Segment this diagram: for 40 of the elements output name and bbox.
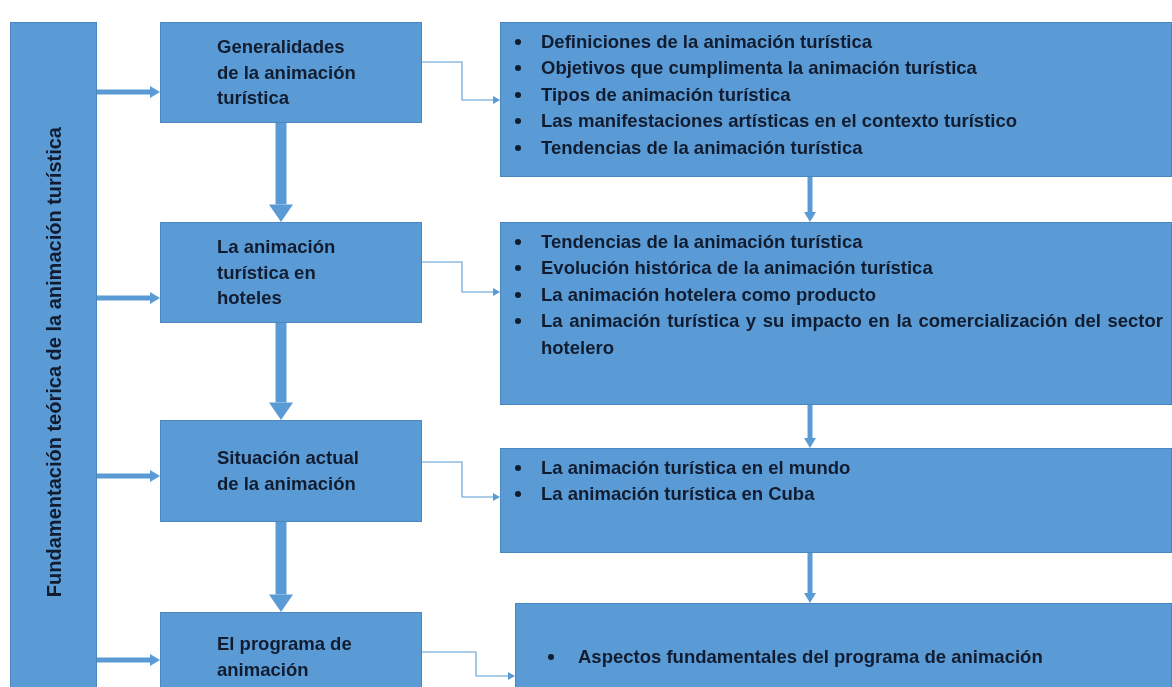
arrow	[268, 522, 294, 612]
bullet-item: Objetivos que cumplimenta la animación turística	[541, 56, 978, 81]
topic-box	[160, 22, 422, 123]
arrow	[421, 651, 515, 680]
arrow	[421, 61, 500, 104]
list-box	[515, 603, 1172, 687]
bullet-item: La animación turística y su impacto en la comercialización del sector hotelero	[541, 309, 1163, 360]
bullet-item: Tendencias de la animación turística	[541, 230, 864, 254]
topic-title: La animación turística en hoteles	[217, 234, 337, 311]
topic-box	[160, 420, 422, 522]
arrow	[421, 461, 500, 501]
arrow	[804, 405, 816, 448]
topic-title: El programa de animación	[217, 632, 353, 682]
list-box	[500, 22, 1172, 177]
topic-title: Situación actual de la animación	[217, 446, 360, 496]
topic-title: Generalidades de la animación turística	[217, 34, 357, 111]
topic-box	[160, 222, 422, 323]
bullet-item: Definiciones de la animación turística	[541, 30, 874, 54]
arrow	[97, 654, 160, 666]
bullet-item: La animación hotelera como producto	[541, 282, 878, 307]
bullet-item: La animación turística en el mundo	[541, 456, 852, 480]
arrow	[804, 177, 816, 222]
bullet-item: Tipos de animación turística	[541, 82, 792, 107]
vertical-title: Fundamentación teórica de la animación turística	[42, 126, 65, 598]
bullet-item: Tendencias de la animación turística	[541, 135, 864, 160]
bullet-item: Las manifestaciones artísticas en el contexto turístico	[541, 109, 1019, 134]
arrow	[97, 292, 160, 304]
arrow	[421, 261, 500, 296]
arrow	[97, 86, 160, 98]
topic-box	[160, 612, 422, 687]
list-box	[500, 448, 1172, 553]
arrow	[268, 323, 294, 420]
arrow	[268, 123, 294, 222]
bullet-item: Aspectos fundamentales del programa de animación	[578, 645, 1044, 669]
side-bar	[10, 22, 97, 687]
list-box	[500, 222, 1172, 405]
arrow	[97, 470, 160, 482]
bullet-item: Evolución histórica de la animación turística	[541, 256, 934, 281]
bullet-item: La animación turística en Cuba	[541, 482, 816, 507]
arrow	[804, 553, 816, 603]
